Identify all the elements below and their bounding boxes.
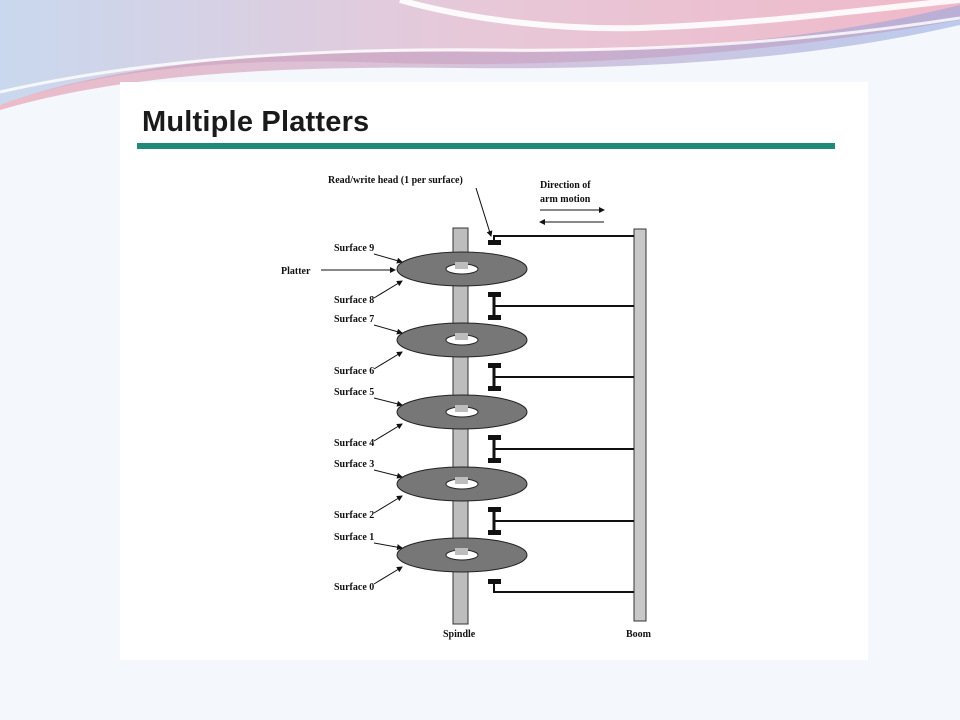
surface-label-2: Surface 2 xyxy=(334,510,374,521)
direction-label-line2: arm motion xyxy=(540,194,591,205)
platter-4 xyxy=(396,466,528,502)
surface-label-6: Surface 6 xyxy=(334,366,374,377)
platter-2 xyxy=(396,322,528,358)
surface-7-leader xyxy=(373,324,403,335)
header-swoosh-decoration xyxy=(0,0,960,110)
surface-5-leader xyxy=(373,397,403,407)
surface-9-leader xyxy=(373,253,403,264)
surface-label-1: Surface 1 xyxy=(334,532,374,543)
surface-label-9: Surface 9 xyxy=(334,243,374,254)
read-write-head-5 xyxy=(488,386,501,391)
platter-5 xyxy=(396,537,528,573)
platter-1 xyxy=(396,251,528,287)
surface-3-leader xyxy=(373,469,403,479)
surface-label-7: Surface 7 xyxy=(334,314,374,325)
read-write-head-8 xyxy=(488,292,501,297)
arm-bottom xyxy=(493,584,634,593)
head-label: Read/write head (1 per surface) xyxy=(328,175,463,186)
read-write-head-6 xyxy=(488,363,501,368)
platter-3 xyxy=(396,394,528,430)
read-write-head-1 xyxy=(488,530,501,535)
surface-0-leader xyxy=(373,566,403,585)
surface-4-leader xyxy=(373,423,403,442)
surface-8-leader xyxy=(373,280,403,299)
surface-6-leader xyxy=(373,351,403,370)
read-write-head-0 xyxy=(488,579,501,584)
direction-label-line1: Direction of xyxy=(540,180,591,191)
head-label-leader xyxy=(475,187,493,237)
surface-label-0: Surface 0 xyxy=(334,582,374,593)
title-underline xyxy=(137,143,835,149)
spindle-label: Spindle xyxy=(443,629,476,640)
surface-1-leader xyxy=(373,542,403,551)
arm-2 xyxy=(488,363,634,391)
boom-label: Boom xyxy=(626,629,652,640)
read-write-head-3 xyxy=(488,458,501,463)
surface-2-leader xyxy=(373,495,403,514)
surface-label-4: Surface 4 xyxy=(334,438,374,449)
surface-label-8: Surface 8 xyxy=(334,295,374,306)
platter-label: Platter xyxy=(281,266,311,277)
slide-title: Multiple Platters xyxy=(142,106,370,138)
arm-top xyxy=(493,235,634,242)
surface-label-3: Surface 3 xyxy=(334,459,374,470)
read-write-head-9 xyxy=(488,240,501,245)
arm-4 xyxy=(488,507,634,535)
surface-label-5: Surface 5 xyxy=(334,387,374,398)
boom xyxy=(633,228,647,622)
arm-3 xyxy=(488,435,634,463)
read-write-head-7 xyxy=(488,315,501,320)
arm-1 xyxy=(488,292,634,320)
read-write-head-2 xyxy=(488,507,501,512)
direction-arrow xyxy=(539,207,605,225)
read-write-head-4 xyxy=(488,435,501,440)
